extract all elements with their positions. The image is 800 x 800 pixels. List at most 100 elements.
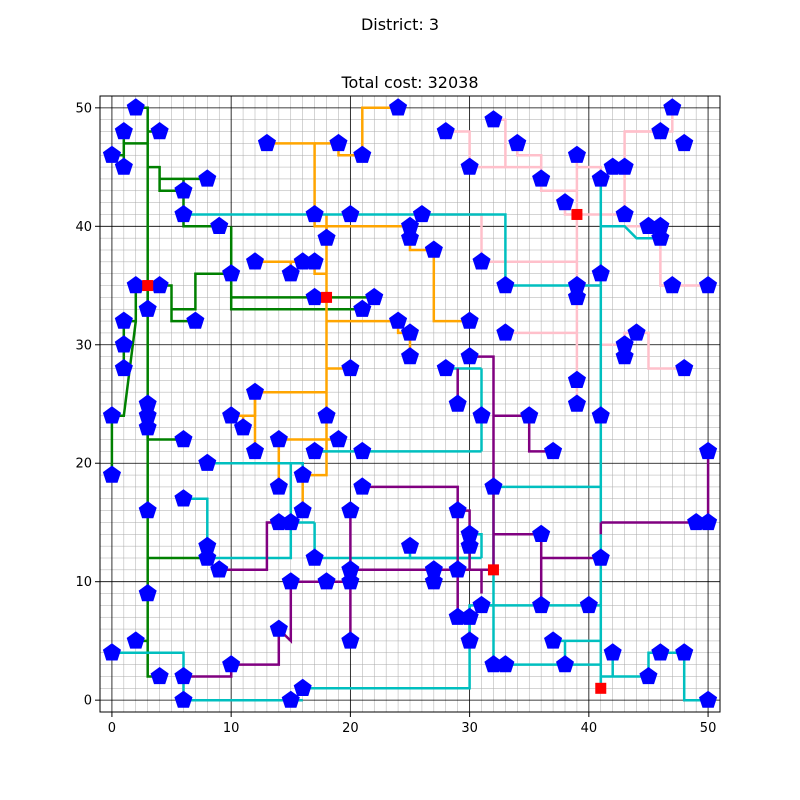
customer-marker <box>102 465 121 483</box>
customer-marker <box>305 441 324 460</box>
customer-marker <box>663 98 682 116</box>
customer-marker <box>627 323 646 341</box>
plot-area <box>99 95 721 713</box>
facility-markers <box>142 208 607 694</box>
customer-marker <box>222 264 241 282</box>
customer-marker <box>174 667 193 685</box>
customer-marker <box>460 347 479 365</box>
customer-marker <box>138 299 157 317</box>
network-path <box>362 485 459 570</box>
customer-marker <box>305 205 324 223</box>
customer-marker <box>305 548 324 566</box>
customer-marker <box>567 276 586 294</box>
customer-marker <box>460 631 479 649</box>
customer-marker <box>544 441 563 460</box>
network-path <box>516 143 577 193</box>
customer-marker <box>126 631 145 649</box>
y-tick-label: 40 <box>75 220 92 235</box>
network-path <box>600 225 661 240</box>
customer-marker <box>484 655 503 673</box>
customer-marker <box>544 631 563 649</box>
customer-marker <box>138 501 157 519</box>
customer-marker <box>293 501 312 519</box>
customer-marker <box>579 595 598 614</box>
customer-marker <box>222 655 241 673</box>
customer-marker <box>317 406 336 424</box>
customer-marker <box>353 145 372 163</box>
y-tick-label: 20 <box>75 457 92 472</box>
customer-marker <box>484 477 503 495</box>
customer-marker <box>305 252 324 270</box>
customer-marker <box>532 524 551 542</box>
customer-marker <box>138 394 157 412</box>
customer-marker <box>603 643 622 661</box>
facility-marker <box>142 280 154 292</box>
customer-marker <box>329 430 348 448</box>
customer-marker <box>341 359 360 377</box>
y-tick-label: 10 <box>75 575 92 590</box>
customer-marker <box>496 276 515 294</box>
x-tick-label: 0 <box>108 721 116 736</box>
customer-marker <box>293 678 312 696</box>
customer-marker <box>567 287 586 306</box>
customer-marker <box>174 430 193 448</box>
customer-marker <box>687 513 706 531</box>
customer-marker <box>389 98 408 116</box>
customer-marker <box>532 595 551 614</box>
customer-marker <box>210 216 229 234</box>
customer-marker <box>174 181 193 199</box>
customer-marker <box>126 98 145 116</box>
facility-marker <box>321 291 333 303</box>
x-tick-label: 50 <box>700 721 717 736</box>
customer-marker <box>114 359 133 377</box>
customer-marker <box>269 430 288 448</box>
customer-marker <box>436 359 455 377</box>
customer-marker <box>615 347 634 365</box>
customer-marker <box>472 252 491 270</box>
customer-marker <box>210 560 229 578</box>
customer-marker <box>138 406 157 424</box>
customer-marker <box>651 643 670 661</box>
customer-marker <box>603 157 622 175</box>
network-path <box>229 297 363 311</box>
customer-marker <box>699 513 718 531</box>
network-path <box>326 225 470 323</box>
customer-marker <box>532 169 551 187</box>
customer-marker <box>305 287 324 306</box>
customer-marker <box>699 276 718 294</box>
customer-marker <box>114 311 133 329</box>
customer-marker <box>699 441 718 460</box>
customer-marker <box>341 501 360 519</box>
customer-marker <box>401 228 419 246</box>
chart-title: Total cost: 32038 <box>340 73 478 92</box>
customer-marker <box>567 370 586 388</box>
customer-marker <box>114 335 133 353</box>
customer-marker <box>138 418 157 436</box>
customer-marker <box>591 548 610 566</box>
customer-marker <box>651 122 670 140</box>
customer-marker <box>257 133 276 152</box>
customer-marker <box>615 157 634 175</box>
customer-marker <box>138 584 157 602</box>
network-path <box>624 107 674 133</box>
customer-marker <box>102 406 121 424</box>
customer-marker <box>126 276 145 294</box>
customer-marker <box>102 643 121 661</box>
customer-marker <box>198 536 217 554</box>
customer-marker <box>401 347 419 365</box>
customer-marker <box>448 394 467 412</box>
customer-marker <box>639 216 658 234</box>
network-path <box>266 142 328 298</box>
customer-marker <box>401 536 419 554</box>
minor-grid <box>99 95 721 713</box>
customer-marker <box>460 607 479 625</box>
customer-marker <box>448 607 467 625</box>
network-path <box>207 461 293 560</box>
customer-marker <box>591 406 610 424</box>
customer-marker <box>472 406 491 424</box>
customer-marker <box>281 264 300 282</box>
customer-marker <box>615 205 634 223</box>
customer-marker <box>281 513 300 531</box>
